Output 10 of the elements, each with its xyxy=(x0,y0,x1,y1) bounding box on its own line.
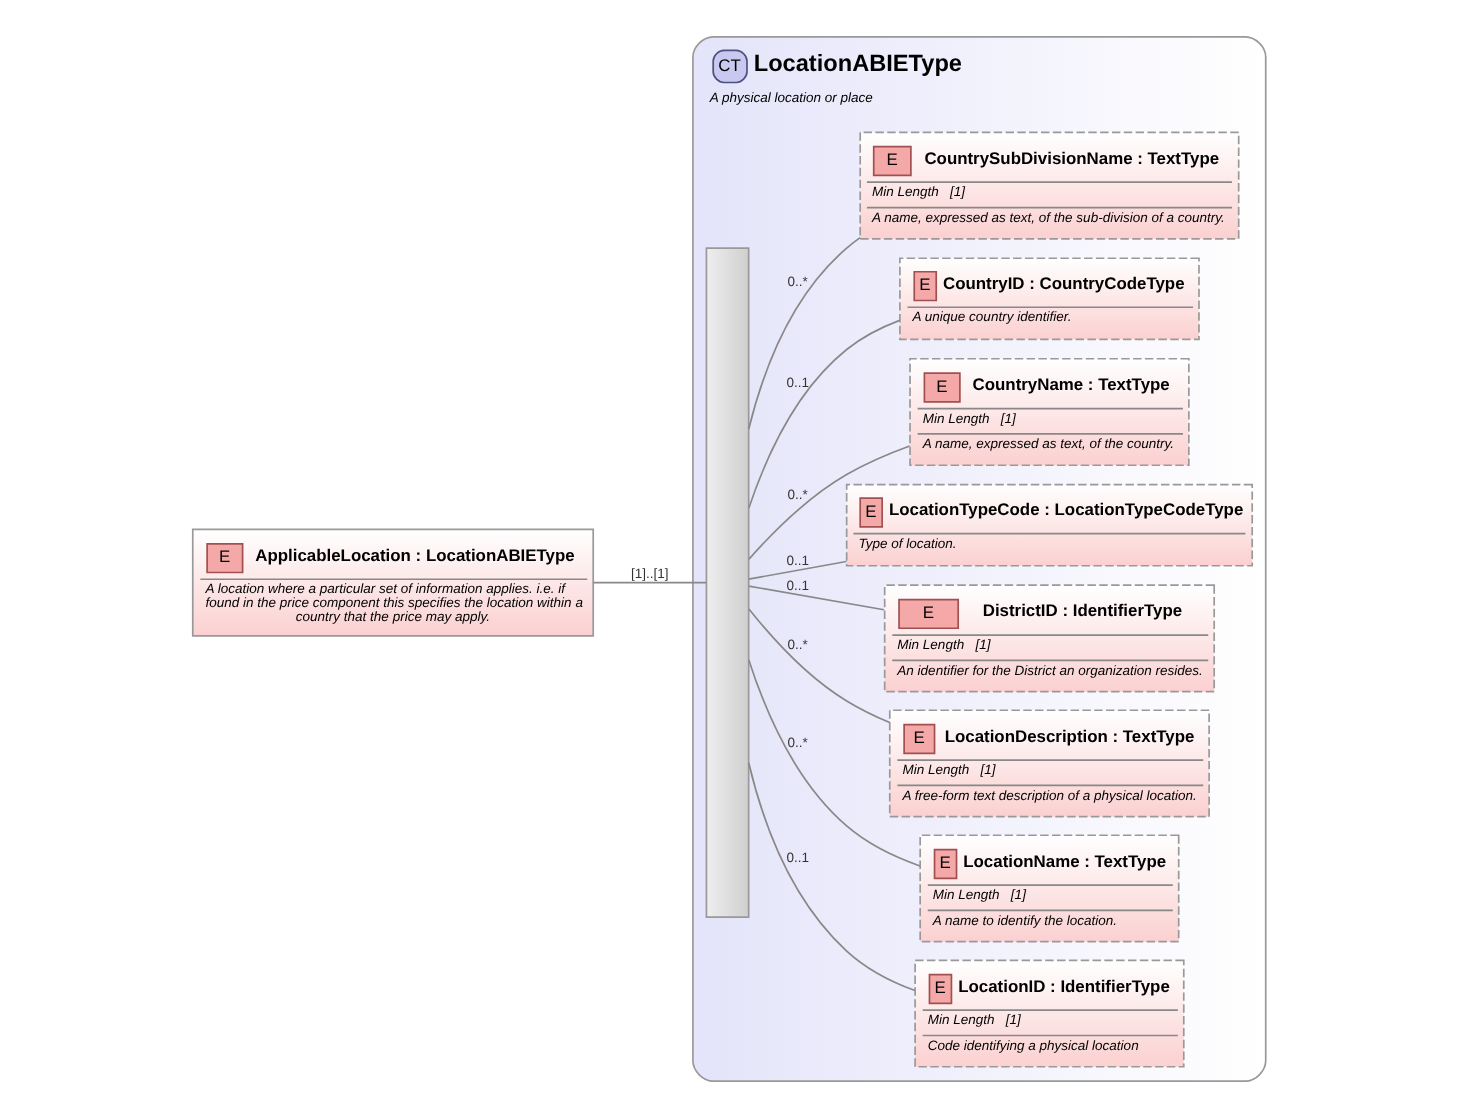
connector xyxy=(747,236,862,430)
connector xyxy=(748,445,911,560)
node-bar xyxy=(705,247,750,919)
connector xyxy=(747,658,921,867)
connector xyxy=(748,319,901,509)
connector xyxy=(748,608,891,724)
connector xyxy=(747,761,916,992)
connector xyxy=(592,581,707,584)
connector xyxy=(747,560,848,580)
connector xyxy=(747,585,885,611)
